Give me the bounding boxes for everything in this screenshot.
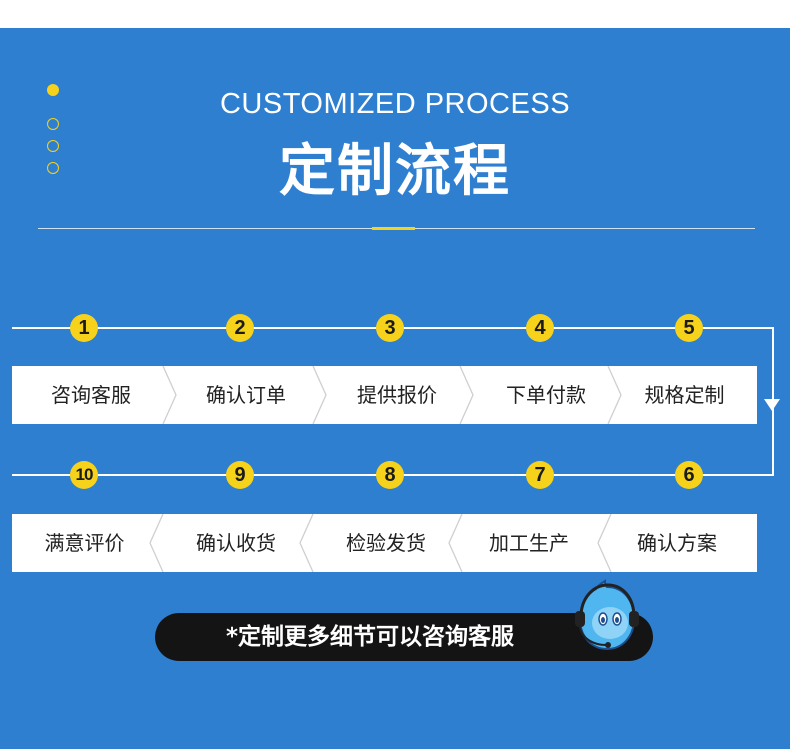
chevron-right-icon <box>607 366 622 424</box>
dot-ring-icon <box>47 140 59 152</box>
step-row-2: 满意评价 确认收货 检验发货 加工生产 确认方案 <box>12 514 757 572</box>
step-label-2: 确认订单 <box>206 383 286 407</box>
page-title: 定制流程 <box>279 139 511 204</box>
step-number-5: 5 <box>675 314 703 342</box>
step-label-5: 规格定制 <box>644 383 725 407</box>
headset-mascot-icon <box>575 579 639 651</box>
chevron-left-icon <box>299 514 314 572</box>
title-divider-accent <box>372 227 415 230</box>
chevron-right-icon <box>459 366 474 424</box>
step-number-4: 4 <box>526 314 554 342</box>
step-number-3: 3 <box>376 314 404 342</box>
step-label-3: 提供报价 <box>357 383 437 407</box>
step-label-1: 咨询客服 <box>51 383 131 407</box>
step-number-8: 8 <box>376 461 404 489</box>
consult-service-text: *定制更多细节可以咨询客服 <box>225 624 515 650</box>
consult-service-banner[interactable]: *定制更多细节可以咨询客服 <box>155 613 653 661</box>
step-label-8: 检验发货 <box>346 531 426 555</box>
dot-ring-icon <box>47 118 59 130</box>
step-number-9: 9 <box>226 461 254 489</box>
chevron-left-icon <box>448 514 463 572</box>
chevron-left-icon <box>597 514 612 572</box>
step-number-2: 2 <box>226 314 254 342</box>
step-label-9: 确认收货 <box>196 531 276 555</box>
chevron-right-icon <box>312 366 327 424</box>
english-title: CUSTOMIZED PROCESS <box>219 88 571 120</box>
step-number-1: 1 <box>70 314 98 342</box>
chevron-right-icon <box>162 366 177 424</box>
step-number-6: 6 <box>675 461 703 489</box>
chevron-left-icon <box>149 514 164 572</box>
step-label-6: 确认方案 <box>637 531 717 555</box>
step-label-10: 满意评价 <box>44 531 125 555</box>
dot-filled-icon <box>47 84 59 96</box>
step-number-10: 10 <box>70 461 98 489</box>
dot-ring-icon <box>47 162 59 174</box>
step-row-1: 咨询客服 确认订单 提供报价 下单付款 规格定制 <box>12 366 757 424</box>
step-label-4: 下单付款 <box>506 383 586 407</box>
arrow-down-icon <box>764 399 780 411</box>
step-number-7: 7 <box>526 461 554 489</box>
step-label-7: 加工生产 <box>489 531 569 555</box>
